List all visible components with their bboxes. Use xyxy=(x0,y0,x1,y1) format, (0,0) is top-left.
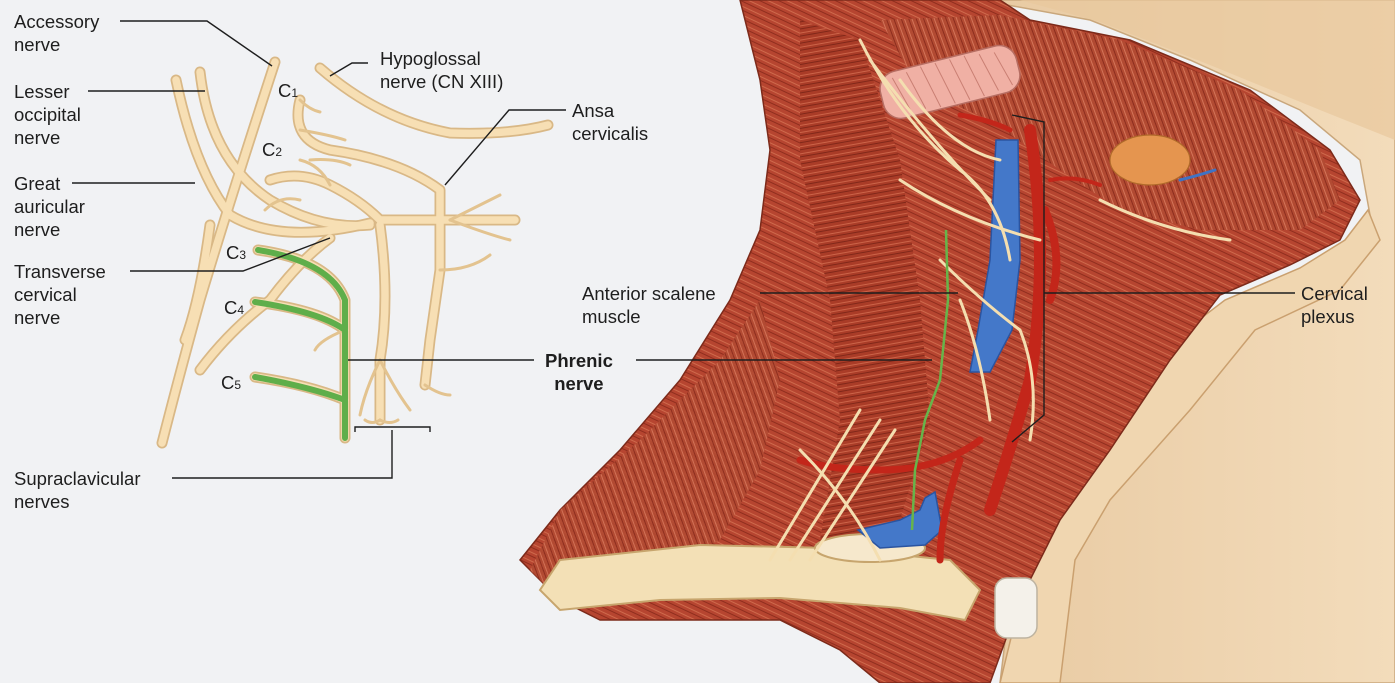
tendon-stump xyxy=(995,578,1037,638)
segment-label-c2: C2 xyxy=(262,139,282,161)
label-cervical-plexus: Cervical plexus xyxy=(1301,282,1368,328)
label-accessory-nerve: Accessory nerve xyxy=(14,10,99,56)
submandibular-gland xyxy=(1110,135,1190,185)
label-supraclavicular-nerves: Supraclavicular nerves xyxy=(14,467,140,513)
segment-label-c4: C4 xyxy=(224,297,244,319)
segment-label-c3: C3 xyxy=(226,242,246,264)
label-ansa-cervicalis: Ansa cervicalis xyxy=(572,99,648,145)
label-great-auricular-nerve: Great auricular nerve xyxy=(14,172,85,241)
neck-dissection-illustration xyxy=(520,0,1395,683)
plexus-schematic xyxy=(162,62,548,443)
segment-label-c5: C5 xyxy=(221,372,241,394)
segment-label-c1: C1 xyxy=(278,80,298,102)
label-transverse-cervical-nerve: Transverse cervical nerve xyxy=(14,260,106,329)
label-hypoglossal-nerve: Hypoglossal nerve (CN XIII) xyxy=(380,47,503,93)
label-lesser-occipital-nerve: Lesser occipital nerve xyxy=(14,80,81,149)
label-anterior-scalene-muscle: Anterior scalene muscle xyxy=(582,282,716,328)
label-phrenic-nerve: Phrenic nerve xyxy=(545,349,613,395)
phrenic-nerve-schematic xyxy=(255,250,345,438)
